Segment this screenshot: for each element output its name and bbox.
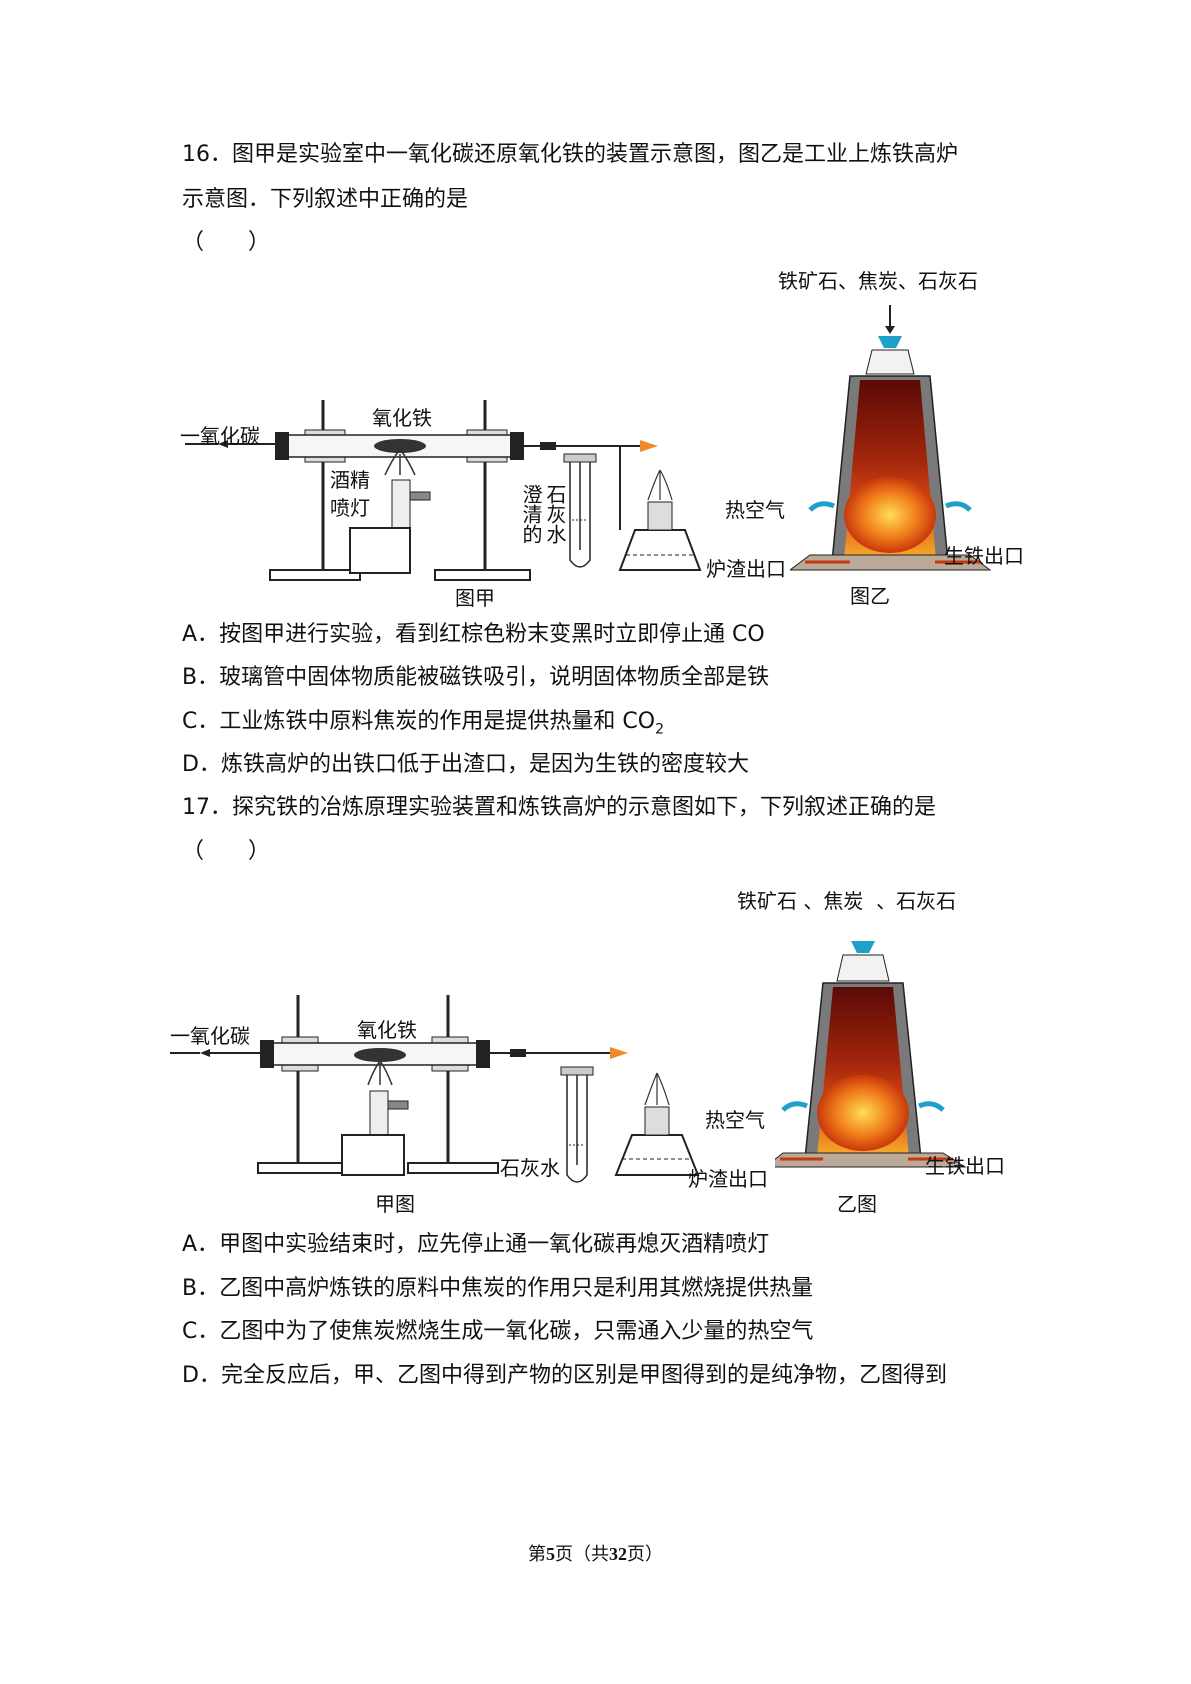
q17-option-b: B．乙图中高炉炼铁的原料中焦炭的作用只是利用其燃烧提供热量 bbox=[182, 1276, 814, 1301]
q16-slag-outlet-label: 炉渣出口 bbox=[706, 557, 786, 581]
q16-iron-outlet-label: 生铁出口 bbox=[944, 544, 1024, 568]
q16-blast-furnace-diagram bbox=[790, 305, 992, 571]
q16-option-b: B．玻璃管中固体物质能被磁铁吸引，说明固体物质全部是铁 bbox=[182, 665, 770, 690]
q16-option-a: A．按图甲进行实验，看到红棕色粉末变黑时立即停止通 CO bbox=[182, 622, 765, 647]
q17-hot-air-label: 热空气 bbox=[705, 1108, 765, 1132]
q17-stem-line1: 17．探究铁的冶炼原理实验装置和炼铁高炉的示意图如下，下列叙述正确的是 bbox=[182, 795, 936, 820]
q17-iron-outlet-label: 生铁出口 bbox=[925, 1154, 1005, 1178]
q16-option-c: C．工业炼铁中原料焦炭的作用是提供热量和 CO2 bbox=[182, 709, 664, 738]
q17-answer-bracket: （ ） bbox=[182, 839, 271, 864]
page-footer: 第5页（共32页） bbox=[528, 1544, 663, 1564]
q17-furnace-caption: 乙图 bbox=[837, 1192, 877, 1216]
q16-hot-air-label: 热空气 bbox=[725, 498, 785, 522]
q17-co-label: 一氧化碳 bbox=[170, 1024, 250, 1048]
q16-lamp-label-2: 喷灯 bbox=[330, 496, 370, 520]
q17-option-d: D．完全反应后，甲、乙图中得到产物的区别是甲图得到的是纯净物，乙图得到 bbox=[182, 1363, 947, 1388]
q16-fe2o3-label: 氧化铁 bbox=[372, 406, 432, 430]
q16-stem-line1: 16．图甲是实验室中一氧化碳还原氧化铁的装置示意图，图乙是工业上炼铁高炉 bbox=[182, 142, 958, 167]
q17-option-c: C．乙图中为了使焦炭燃烧生成一氧化碳，只需通入少量的热空气 bbox=[182, 1319, 814, 1344]
q16-option-d: D．炼铁高炉的出铁口低于出渣口，是因为生铁的密度较大 bbox=[182, 752, 749, 777]
q16-lamp-label-1: 酒精 bbox=[330, 468, 370, 492]
q17-option-a: A．甲图中实验结束时，应先停止通一氧化碳再熄灭酒精喷灯 bbox=[182, 1232, 770, 1257]
q17-fe2o3-label: 氧化铁 bbox=[357, 1018, 417, 1042]
q16-stem-line2: 示意图．下列叙述中正确的是 bbox=[182, 187, 469, 212]
q17-furnace-top-label: 铁矿石 、焦炭 、石灰石 bbox=[737, 889, 957, 913]
q16-co-label: 一氧化碳 bbox=[180, 424, 260, 448]
q16-furnace-top-label: 铁矿石、焦炭、石灰石 bbox=[778, 269, 978, 293]
q16-lab-caption: 图甲 bbox=[455, 586, 495, 610]
q16-limewater-label-1: 澄清的 bbox=[519, 484, 543, 544]
q17-lab-apparatus-diagram bbox=[170, 995, 700, 1183]
q17-blast-furnace-diagram bbox=[775, 941, 967, 1168]
q16-limewater-label-2: 石灰水 bbox=[543, 484, 567, 544]
q16-furnace-caption: 图乙 bbox=[850, 584, 890, 608]
q16-lab-apparatus-diagram bbox=[185, 400, 702, 581]
q17-lab-caption: 甲图 bbox=[375, 1192, 415, 1216]
q17-slag-outlet-label: 炉渣出口 bbox=[688, 1167, 768, 1191]
q16-answer-bracket: （ ） bbox=[182, 230, 271, 255]
q17-limewater-label: 石灰水 bbox=[500, 1156, 560, 1180]
